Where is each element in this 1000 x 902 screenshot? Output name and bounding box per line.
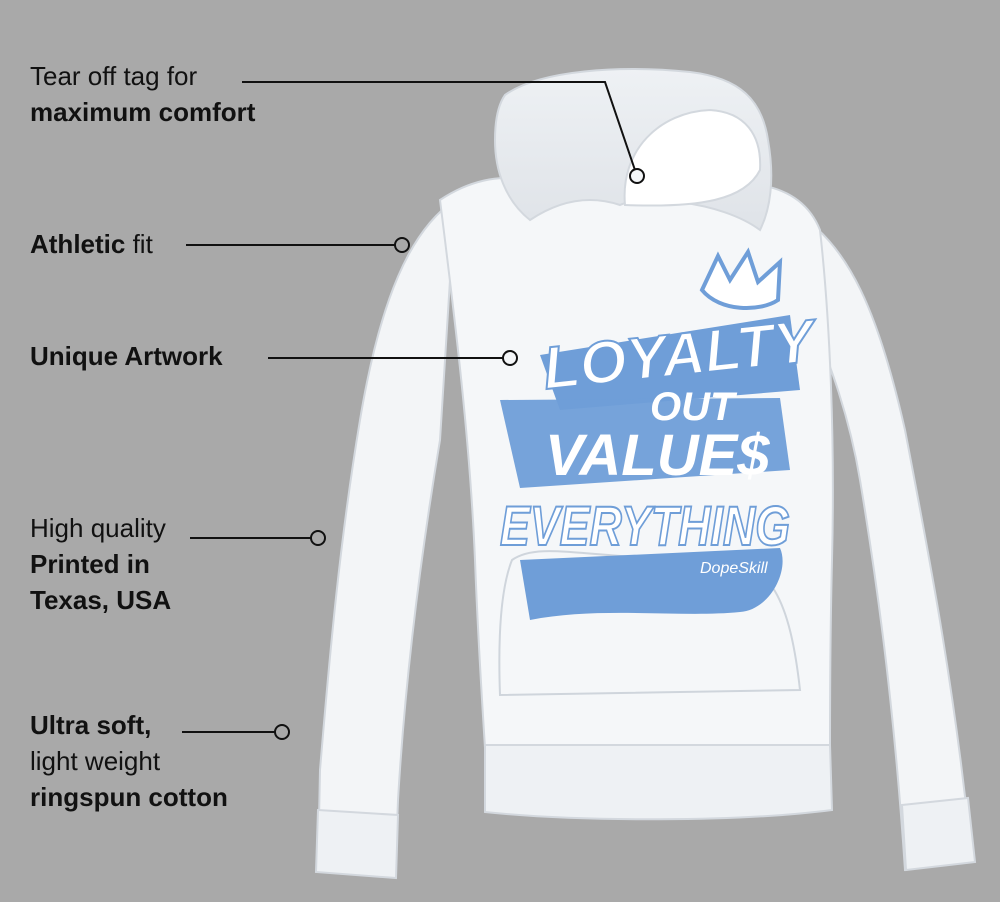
- callout-fit-bold: Athletic: [30, 229, 126, 259]
- callout-unique-artwork: Unique Artwork: [30, 338, 223, 374]
- callout-tag-line1: Tear off tag for: [30, 61, 198, 91]
- art-signature: DopeSkill: [700, 560, 768, 577]
- callout-fit-normal: fit: [125, 229, 153, 259]
- callout-quality-line3: Texas, USA: [30, 585, 172, 615]
- callout-tag-line2: maximum comfort: [30, 97, 256, 127]
- leader-soft: [182, 724, 290, 740]
- hoodie-waistband: [484, 744, 834, 821]
- callout-athletic-fit: Athletic fit: [30, 226, 153, 262]
- print-splash-bottom: [520, 548, 783, 620]
- callout-quality-line1: High quality: [30, 513, 166, 543]
- crown-icon: [699, 247, 783, 310]
- hoodie-left-cuff: [314, 808, 400, 880]
- print-splash-top: [540, 315, 800, 410]
- hoodie-right-cuff: [900, 796, 977, 872]
- print-splash-mid: [500, 398, 790, 488]
- hoodie-hood-inner: [623, 108, 762, 207]
- callout-artwork-line1: Unique Artwork: [30, 341, 223, 371]
- callout-soft-line2: light weight: [30, 746, 161, 776]
- callout-soft-line3: ringspun cotton: [30, 782, 228, 812]
- leader-tag: [242, 81, 645, 184]
- callout-quality-line2: Printed in: [30, 549, 150, 579]
- leader-quality: [190, 530, 326, 546]
- art-word-out: OUT: [650, 385, 738, 429]
- callout-ultra-soft: Ultra soft, light weight ringspun cotton: [30, 707, 228, 815]
- leader-artwork: [268, 350, 518, 366]
- leader-fit: [186, 237, 410, 253]
- art-word-values: VALUE$: [545, 423, 770, 488]
- callout-tear-off-tag: Tear off tag for maximum comfort: [30, 58, 255, 130]
- callout-soft-line1: Ultra soft,: [30, 710, 152, 740]
- hoodie-left-sleeve: [316, 198, 457, 877]
- callout-high-quality: High quality Printed in Texas, USA: [30, 510, 171, 618]
- art-word-everything: EVERYTHING: [500, 494, 790, 557]
